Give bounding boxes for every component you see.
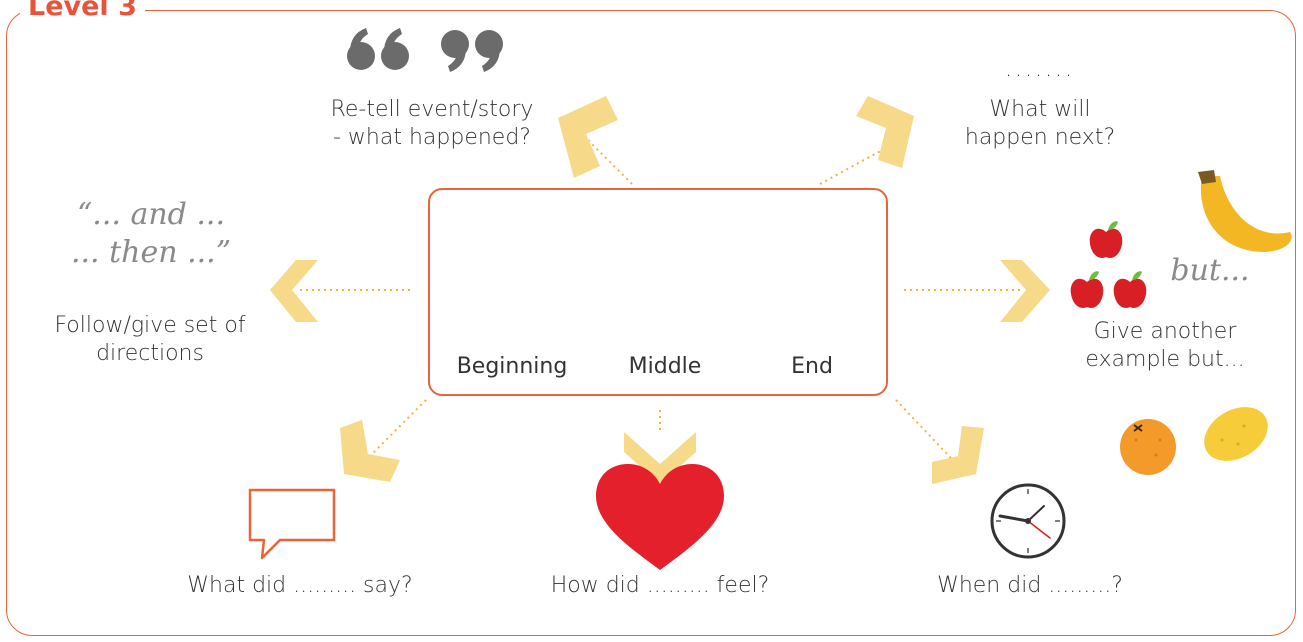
speech-bubble-icon <box>248 488 336 560</box>
retell-line-1: Re-tell event/story <box>330 97 534 122</box>
heart-icon <box>596 464 724 570</box>
story-sequence-box <box>428 188 888 396</box>
predict-line-2: happen next? <box>964 125 1116 150</box>
quote-marks-icon <box>347 28 503 72</box>
retell-line-2: - what happened? <box>333 125 531 150</box>
directions-label: Follow/give set of directions <box>10 312 290 368</box>
arrow-down-icon <box>624 432 696 484</box>
arrow-down-left-icon <box>340 420 400 482</box>
example-line-2: example but... <box>1085 347 1245 372</box>
directions-line-2: directions <box>96 341 204 366</box>
lemon-icon <box>1204 407 1268 461</box>
predict-label: What will happen next? <box>930 96 1150 152</box>
banana-icon <box>1198 170 1292 252</box>
say-label: What did ......... say? <box>187 573 413 598</box>
example-but-text: but... <box>1170 253 1250 288</box>
directions-quote-line-2: ... then ...” <box>70 235 232 270</box>
diagram-frame <box>6 10 1296 636</box>
predict-dots: ....... <box>1005 57 1075 82</box>
chevron-arrows <box>270 96 1050 484</box>
connector-predict <box>819 147 887 185</box>
connector-retell <box>577 129 633 185</box>
directions-quote: “... and ... ... then ...” <box>36 196 266 272</box>
arrow-left-icon <box>270 260 318 322</box>
when-label: When did .........? <box>937 573 1123 598</box>
stage-label-end: End <box>791 354 833 379</box>
orange-icon <box>1120 419 1176 475</box>
directions-line-1: Follow/give set of <box>54 313 246 338</box>
small-apples-icon <box>1070 221 1147 308</box>
arrow-up-right-icon <box>856 96 914 168</box>
stage-label-middle: Middle <box>628 354 702 379</box>
connector-say <box>369 399 427 457</box>
directions-quote-line-1: “... and ... <box>76 197 226 232</box>
clock-icon <box>990 483 1066 559</box>
stage-label-beginning: Beginning <box>456 354 568 379</box>
retell-label: Re-tell event/story - what happened? <box>282 96 582 152</box>
feel-label: How did ......... feel? <box>550 573 770 598</box>
example-line-1: Give another <box>1093 319 1237 344</box>
arrow-down-right-icon <box>932 426 984 484</box>
arrow-up-left-icon <box>558 96 618 178</box>
predict-line-1: What will <box>989 97 1091 122</box>
example-label: Give another example but... <box>1050 318 1280 374</box>
arrow-right-icon <box>1000 260 1050 322</box>
level-title: Level 3 <box>20 0 145 24</box>
